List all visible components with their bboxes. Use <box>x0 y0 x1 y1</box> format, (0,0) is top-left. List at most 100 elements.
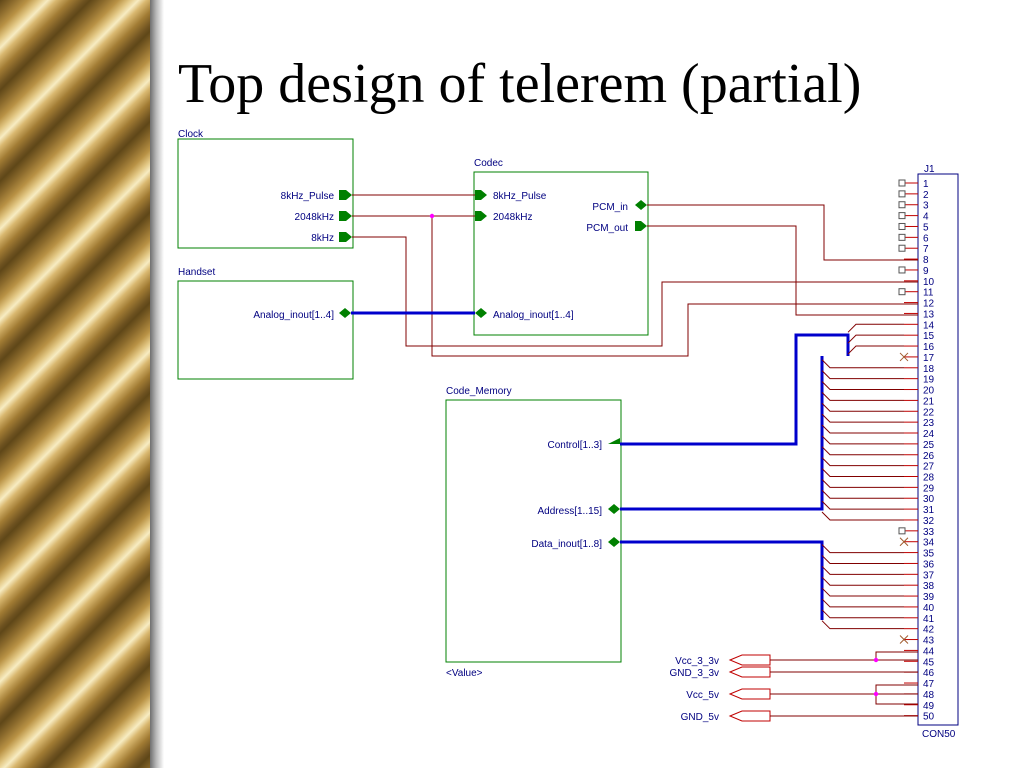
signal-wires <box>352 194 918 357</box>
green-diamond-port-icon <box>608 537 620 547</box>
connector-pin-number: 40 <box>923 603 935 614</box>
connector-pin-number: 1 <box>923 179 929 190</box>
open-pin-marker <box>898 288 906 296</box>
junction-dot <box>873 657 879 663</box>
power-symbol-icon <box>728 688 771 700</box>
wire-pcm-out <box>647 225 918 316</box>
connector-pin-number: 33 <box>923 527 935 538</box>
bus-address <box>620 356 824 511</box>
open-pin-marker <box>898 201 906 209</box>
connector-pin-number: 19 <box>923 375 935 386</box>
connector-pin-number: 45 <box>923 657 935 668</box>
bus-entry <box>821 544 904 554</box>
connector-pin-number: 32 <box>923 516 935 527</box>
bus-entry <box>821 587 904 597</box>
bus-entry <box>821 576 904 586</box>
connector-pin-number: 11 <box>923 288 934 299</box>
green-arrow-port-icon <box>475 190 487 200</box>
connector-pin-number: 27 <box>923 462 935 473</box>
bus-entry <box>821 370 904 380</box>
junction-dot <box>429 213 435 219</box>
connector-ref-label: J1 <box>924 164 935 175</box>
bus-entry <box>821 620 904 630</box>
border-shadow <box>150 0 164 768</box>
connector-pin-number: 13 <box>923 309 935 320</box>
open-pin-marker <box>898 222 906 230</box>
connector-pin-number: 43 <box>923 636 935 647</box>
slide-title: Top design of telerem (partial) <box>178 53 862 115</box>
bus-entry <box>821 402 904 412</box>
connector-pin-number: 46 <box>923 668 935 679</box>
power-label-gnd-3-3v: GND_3_3v <box>670 668 719 679</box>
connector-pin-number: 14 <box>923 320 935 331</box>
open-pin-marker <box>898 212 906 220</box>
connector-pin-number: 41 <box>923 614 935 625</box>
connector-pin-number: 3 <box>923 201 929 212</box>
connector-pin-number: 31 <box>923 505 935 516</box>
bus-entry <box>821 489 904 499</box>
open-pin-marker <box>898 527 906 535</box>
green-diamond-port-icon <box>475 308 487 318</box>
handset-block-label: Handset <box>178 267 215 278</box>
bus-data <box>620 540 824 620</box>
power-symbol-icon <box>728 666 771 678</box>
junction-dot <box>873 691 879 697</box>
wire-vcc-5v <box>770 684 918 695</box>
bus-entry <box>821 511 904 521</box>
buses <box>351 311 850 620</box>
power-symbol-icon <box>728 710 771 722</box>
open-pin-marker <box>898 266 906 274</box>
x-no-connect-icon <box>899 537 909 547</box>
green-arrow-port-icon <box>339 190 352 200</box>
codec-block <box>473 171 649 336</box>
bus-entry <box>821 500 904 510</box>
wire-2048khz-branch <box>431 216 918 357</box>
connector-pin-number: 29 <box>923 483 935 494</box>
clock-port-label: 8kHz <box>311 233 334 244</box>
codec-port-label: 8kHz_Pulse <box>493 191 547 202</box>
connector-pin-number: 22 <box>923 407 935 418</box>
connector-pin-number: 39 <box>923 592 935 603</box>
connector-pin-number: 17 <box>923 353 935 364</box>
clock-block <box>177 138 354 249</box>
bus-entry <box>821 392 904 401</box>
connector-pin-number: 30 <box>923 494 935 505</box>
connector-body <box>917 173 959 726</box>
connector-pin-number: 12 <box>923 299 935 310</box>
green-arrow-port-icon <box>475 211 487 221</box>
bus-entry-stubs <box>821 323 904 630</box>
code-memory-port-label: Control[1..3] <box>548 440 603 451</box>
power-label-gnd-5v: GND_5v <box>681 712 719 723</box>
connector-part-label: CON50 <box>922 729 956 740</box>
wire-vcc-5v-pin49 <box>875 694 918 705</box>
connector-pin-number: 18 <box>923 364 935 375</box>
connector-pin-number: 8 <box>923 255 929 266</box>
bus-entry <box>821 424 904 434</box>
connector-pin-number: 44 <box>923 646 935 657</box>
connector-pin-number: 16 <box>923 342 935 353</box>
connector-pin-number: 7 <box>923 244 929 255</box>
x-no-connect-icon <box>899 635 909 644</box>
connector-pin-number: 25 <box>923 440 935 451</box>
bus-control <box>620 333 850 446</box>
connector-pin-number: 26 <box>923 451 935 462</box>
connector-pin-number: 49 <box>923 701 935 712</box>
power-label-vcc-3-3v: Vcc_3_3v <box>675 656 719 667</box>
connector-pin-number: 37 <box>923 570 935 581</box>
clock-port-label: 8kHz_Pulse <box>281 191 335 202</box>
connector-pin-number: 15 <box>923 331 935 342</box>
green-diamond-port-icon <box>608 504 620 514</box>
bus-entry <box>821 413 904 423</box>
connector-pin-number: 21 <box>923 396 935 407</box>
open-pin-marker <box>898 244 906 252</box>
connector-pin-number: 6 <box>923 233 929 244</box>
connector-pin-number: 42 <box>923 625 935 636</box>
bus-entry <box>821 565 904 575</box>
connector-pin-number: 34 <box>923 538 935 549</box>
connector-pin-number: 38 <box>923 581 935 592</box>
bus-entry <box>821 359 904 369</box>
green-diamond-port-icon <box>339 308 351 318</box>
green-arrow-port-icon <box>608 438 620 450</box>
bus-entry <box>821 598 904 608</box>
connector-pin-number: 50 <box>923 712 935 723</box>
